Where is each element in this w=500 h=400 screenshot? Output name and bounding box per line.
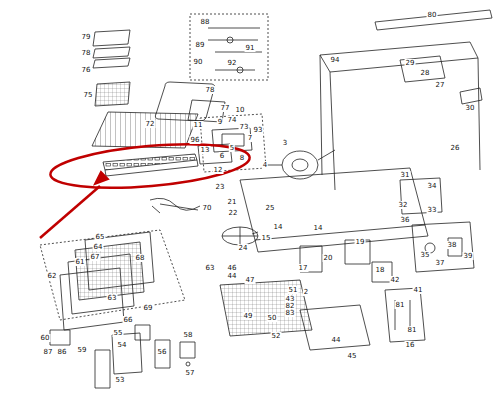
callout-number: 12: [213, 166, 224, 174]
callout-number: 33: [427, 206, 438, 214]
callout-number: 52: [271, 332, 282, 340]
callout-number: 81: [395, 301, 406, 309]
callout-number: 47: [245, 276, 256, 284]
callout-number: 46: [227, 264, 238, 272]
callout-number: 63: [107, 294, 118, 302]
callout-number: 50: [267, 314, 278, 322]
callout-number: 14: [313, 224, 324, 232]
callout-number: 37: [435, 259, 446, 267]
callout-number: 11: [193, 121, 204, 129]
callout-number: 59: [77, 346, 88, 354]
callout-number: 16: [405, 341, 416, 349]
callout-number: 76: [81, 66, 92, 74]
callout-number: 18: [375, 266, 386, 274]
callout-number: 9: [217, 118, 223, 126]
callout-number: 27: [435, 81, 446, 89]
callout-number: 28: [420, 69, 431, 77]
callout-number: 45: [347, 352, 358, 360]
callout-number: 49: [243, 312, 254, 320]
callout-number: 4: [262, 161, 268, 169]
callout-number: 6: [219, 152, 225, 160]
callout-number: 22: [228, 209, 239, 217]
callout-number: 74: [227, 116, 238, 124]
callout-number: 15: [261, 234, 272, 242]
callout-number: 38: [447, 241, 458, 249]
callout-number: 91: [245, 44, 256, 52]
callout-number: 68: [135, 254, 146, 262]
callout-number: 31: [400, 171, 411, 179]
callout-number: 8: [239, 154, 245, 162]
callout-number: 80: [427, 11, 438, 19]
callout-number: 39: [463, 252, 474, 260]
callout-number: 26: [450, 144, 461, 152]
callout-number: 20: [323, 254, 334, 262]
callout-number: 81: [407, 326, 418, 334]
callout-number: 34: [427, 182, 438, 190]
callout-number: 56: [157, 348, 168, 356]
callout-number: 7: [247, 134, 253, 142]
callout-number: 2: [303, 288, 309, 296]
callout-number: 79: [81, 33, 92, 41]
callout-number: 93: [253, 126, 264, 134]
callout-number: 62: [47, 272, 58, 280]
callout-number: 57: [185, 369, 196, 377]
callout-number: 14: [273, 223, 284, 231]
callout-number: 86: [57, 348, 68, 356]
callout-number: 35: [420, 251, 431, 259]
callout-number: 17: [298, 264, 309, 272]
callout-number: 55: [113, 329, 124, 337]
callout-number: 94: [330, 56, 341, 64]
callout-number: 60: [40, 334, 51, 342]
callout-number: 63: [205, 264, 216, 272]
callout-number: 21: [227, 198, 238, 206]
callout-number: 96: [190, 136, 201, 144]
callout-number: 30: [465, 104, 476, 112]
callout-number: 10: [235, 106, 246, 114]
callout-number: 19: [355, 238, 366, 246]
callout-number: 65: [95, 233, 106, 241]
callout-number: 73: [239, 123, 250, 131]
callout-number: 13: [200, 146, 211, 154]
callout-number: 92: [227, 59, 238, 67]
callout-number: 78: [205, 86, 216, 94]
callout-number: 64: [93, 243, 104, 251]
callout-number: 24: [238, 244, 249, 252]
callout-number: 88: [200, 18, 211, 26]
callout-number: 42: [390, 276, 401, 284]
callout-number: 58: [183, 331, 194, 339]
callout-number: 32: [398, 201, 409, 209]
callout-number: 83: [285, 309, 296, 317]
callout-number: 3: [282, 139, 288, 147]
callout-number: 51: [288, 286, 299, 294]
callout-number: 36: [400, 216, 411, 224]
callout-number: 41: [413, 286, 424, 294]
callout-number: 75: [83, 91, 94, 99]
callout-number: 25: [265, 204, 276, 212]
callout-number: 29: [405, 59, 416, 67]
callout-number: 61: [75, 258, 86, 266]
callout-number: 23: [215, 183, 226, 191]
callout-number: 87: [43, 348, 54, 356]
callout-number: 89: [195, 41, 206, 49]
callout-number: 44: [227, 272, 238, 280]
callout-number: 54: [117, 341, 128, 349]
callout-number: 70: [202, 204, 213, 212]
callout-number: 72: [145, 120, 156, 128]
callout-number: 90: [193, 58, 204, 66]
callout-number: 66: [123, 316, 134, 324]
callout-number: 67: [90, 253, 101, 261]
callout-number: 78: [81, 49, 92, 57]
callout-number: 44: [331, 336, 342, 344]
callout-number: 77: [220, 104, 231, 112]
callout-number: 53: [115, 376, 126, 384]
callout-number: 69: [143, 304, 154, 312]
callout-number: 5: [229, 144, 235, 152]
